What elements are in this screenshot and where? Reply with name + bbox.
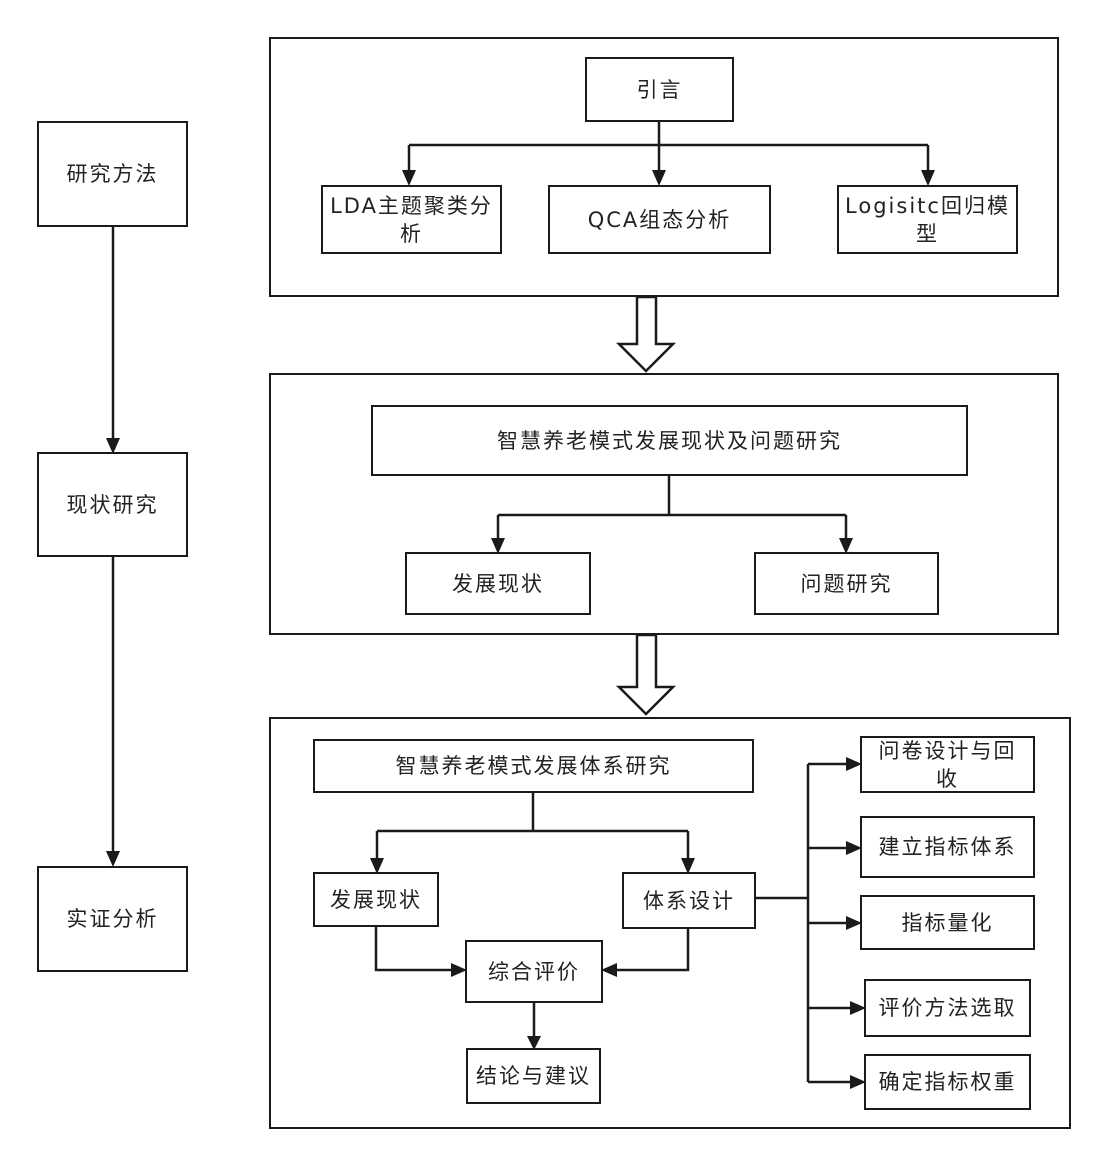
status-problem-title-box: 智慧养老模式发展现状及问题研究 xyxy=(371,405,968,476)
arrow-status3-to-eval xyxy=(374,927,455,972)
index-system-box: 建立指标体系 xyxy=(860,816,1035,878)
panel-methods xyxy=(269,37,1059,297)
status-box-2: 发展现状 xyxy=(405,552,591,615)
arrowhead xyxy=(106,851,120,867)
arrowhead xyxy=(402,170,416,186)
arrowhead xyxy=(850,1001,866,1015)
arrow-system-to-eval xyxy=(613,929,690,972)
block-arrow-panel2-to-panel3 xyxy=(615,633,677,716)
arrowhead xyxy=(681,858,695,874)
panel-system xyxy=(269,717,1071,1129)
weight-box: 确定指标权重 xyxy=(864,1054,1031,1110)
arrowhead xyxy=(601,963,617,977)
research-method-box: 研究方法 xyxy=(37,121,188,227)
block-arrow-panel1-to-panel2 xyxy=(615,295,677,373)
questionnaire-box: 问卷设计与回收 xyxy=(860,736,1035,793)
arrowhead xyxy=(370,858,384,874)
intro-box: 引言 xyxy=(585,57,734,122)
lda-box: LDA主题聚类分析 xyxy=(321,185,502,254)
problem-box: 问题研究 xyxy=(754,552,939,615)
system-title-box: 智慧养老模式发展体系研究 xyxy=(313,739,754,793)
quantify-box: 指标量化 xyxy=(860,895,1035,950)
arrowhead xyxy=(839,538,853,554)
arrowhead xyxy=(846,916,862,930)
arrowhead xyxy=(491,538,505,554)
method-select-box: 评价方法选取 xyxy=(864,979,1031,1037)
arrowhead xyxy=(451,963,467,977)
empirical-analysis-box: 实证分析 xyxy=(37,866,188,972)
evaluation-box: 综合评价 xyxy=(465,940,603,1003)
system-design-box: 体系设计 xyxy=(622,872,756,929)
arrowhead xyxy=(106,438,120,454)
arrowhead xyxy=(846,841,862,855)
status-research-box: 现状研究 xyxy=(37,452,188,557)
status-box-3: 发展现状 xyxy=(313,872,439,927)
arrowhead xyxy=(921,170,935,186)
arrowhead xyxy=(652,170,666,186)
logistic-box: Logisitc回归模型 xyxy=(837,185,1018,254)
arrowhead xyxy=(846,757,862,771)
panel-status xyxy=(269,373,1059,635)
qca-box: QCA组态分析 xyxy=(548,185,771,254)
conclusion-box: 结论与建议 xyxy=(466,1048,601,1104)
arrowhead xyxy=(850,1075,866,1089)
arrowhead xyxy=(527,1036,541,1050)
